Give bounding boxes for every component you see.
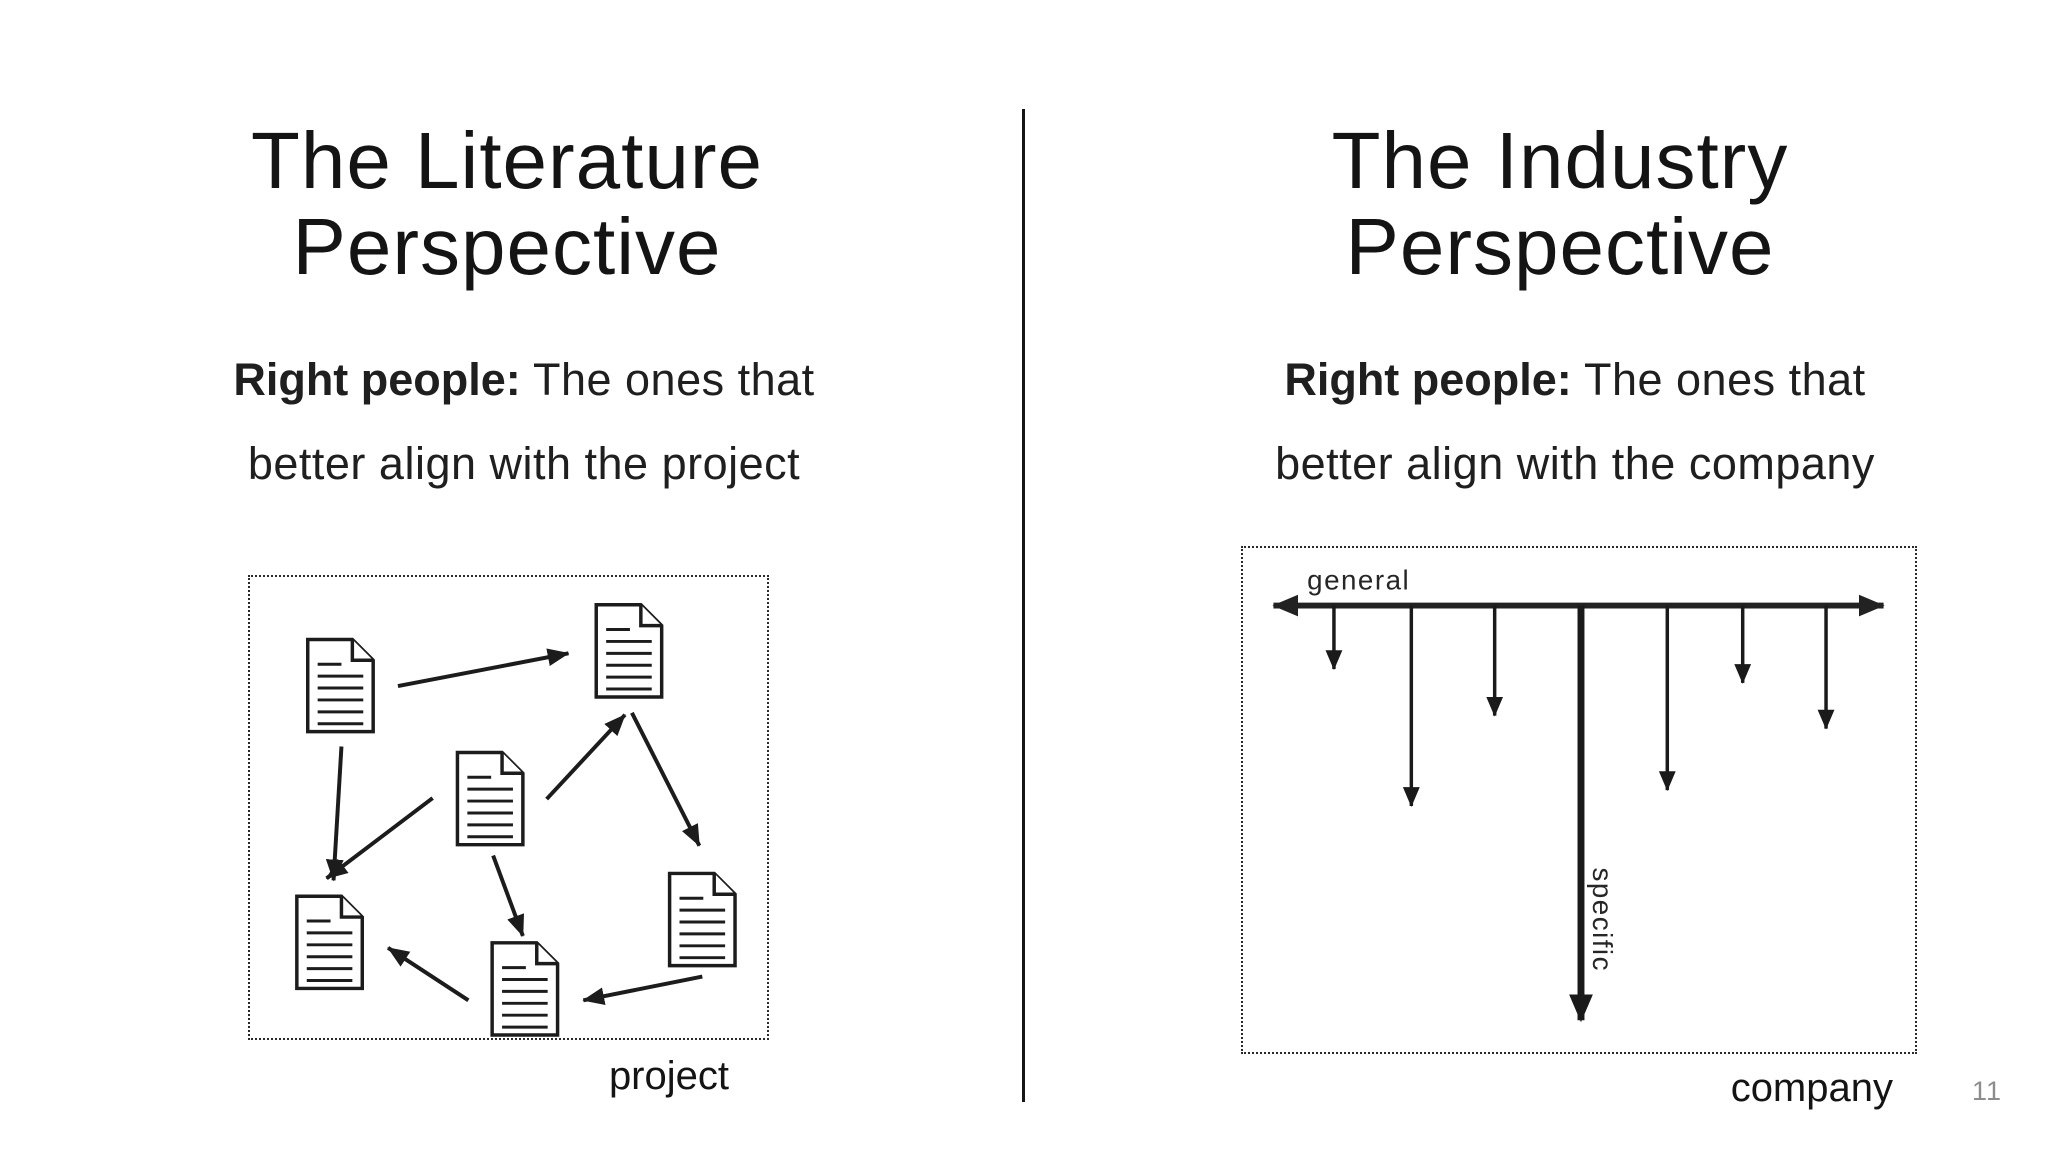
left-body-bold: Right people: bbox=[233, 354, 521, 405]
page-number: 11 bbox=[1972, 1076, 2003, 1106]
citation-arrow bbox=[397, 648, 570, 689]
document-icon bbox=[306, 637, 375, 734]
citation-arrow bbox=[325, 746, 344, 882]
citation-network-diagram bbox=[295, 603, 737, 1037]
right-figure-caption: company bbox=[1730, 1066, 1893, 1110]
left-body-line2: better align with the project bbox=[247, 438, 801, 489]
right-title-line1: The Industry bbox=[1331, 116, 1789, 205]
document-icon bbox=[455, 750, 525, 847]
left-title-line2: Perspective bbox=[292, 202, 722, 291]
left-title-line1: The Literature bbox=[250, 116, 764, 205]
right-body-text: Right people: The ones that better align… bbox=[1155, 338, 1995, 506]
left-body-line1: Right people: The ones that bbox=[104, 338, 944, 422]
specific-axis-label: specific bbox=[1587, 867, 1618, 971]
document-icon bbox=[594, 603, 664, 699]
literature-diagram-box bbox=[248, 575, 769, 1040]
left-body-text: Right people: The ones that better align… bbox=[104, 338, 944, 506]
document-icon bbox=[490, 941, 560, 1037]
right-title: The Industry Perspective bbox=[1160, 118, 1960, 290]
citation-arrow bbox=[630, 711, 702, 847]
citation-arrow bbox=[545, 713, 627, 801]
general-axis-label: general bbox=[1307, 565, 1410, 596]
citation-arrow bbox=[582, 974, 703, 1005]
right-title-line2: Perspective bbox=[1345, 202, 1775, 291]
right-body-line1: Right people: The ones that bbox=[1155, 338, 1995, 422]
column-divider bbox=[1022, 109, 1025, 1102]
document-icon bbox=[295, 894, 365, 991]
right-body-line2: better align with the company bbox=[1275, 438, 1875, 489]
left-body-rest: The ones that bbox=[520, 354, 815, 405]
general-specific-axis-diagram: general specific bbox=[1272, 565, 1885, 1023]
citation-arrow bbox=[325, 796, 434, 880]
right-body-bold: Right people: bbox=[1284, 354, 1572, 405]
left-title: The Literature Perspective bbox=[107, 118, 907, 290]
right-body-rest: The ones that bbox=[1571, 354, 1866, 405]
citation-arrow bbox=[491, 854, 525, 937]
industry-diagram-box: general specific bbox=[1241, 546, 1917, 1054]
citation-arrow bbox=[386, 946, 470, 1002]
document-icon bbox=[667, 871, 737, 968]
left-figure-caption: project bbox=[608, 1054, 729, 1098]
